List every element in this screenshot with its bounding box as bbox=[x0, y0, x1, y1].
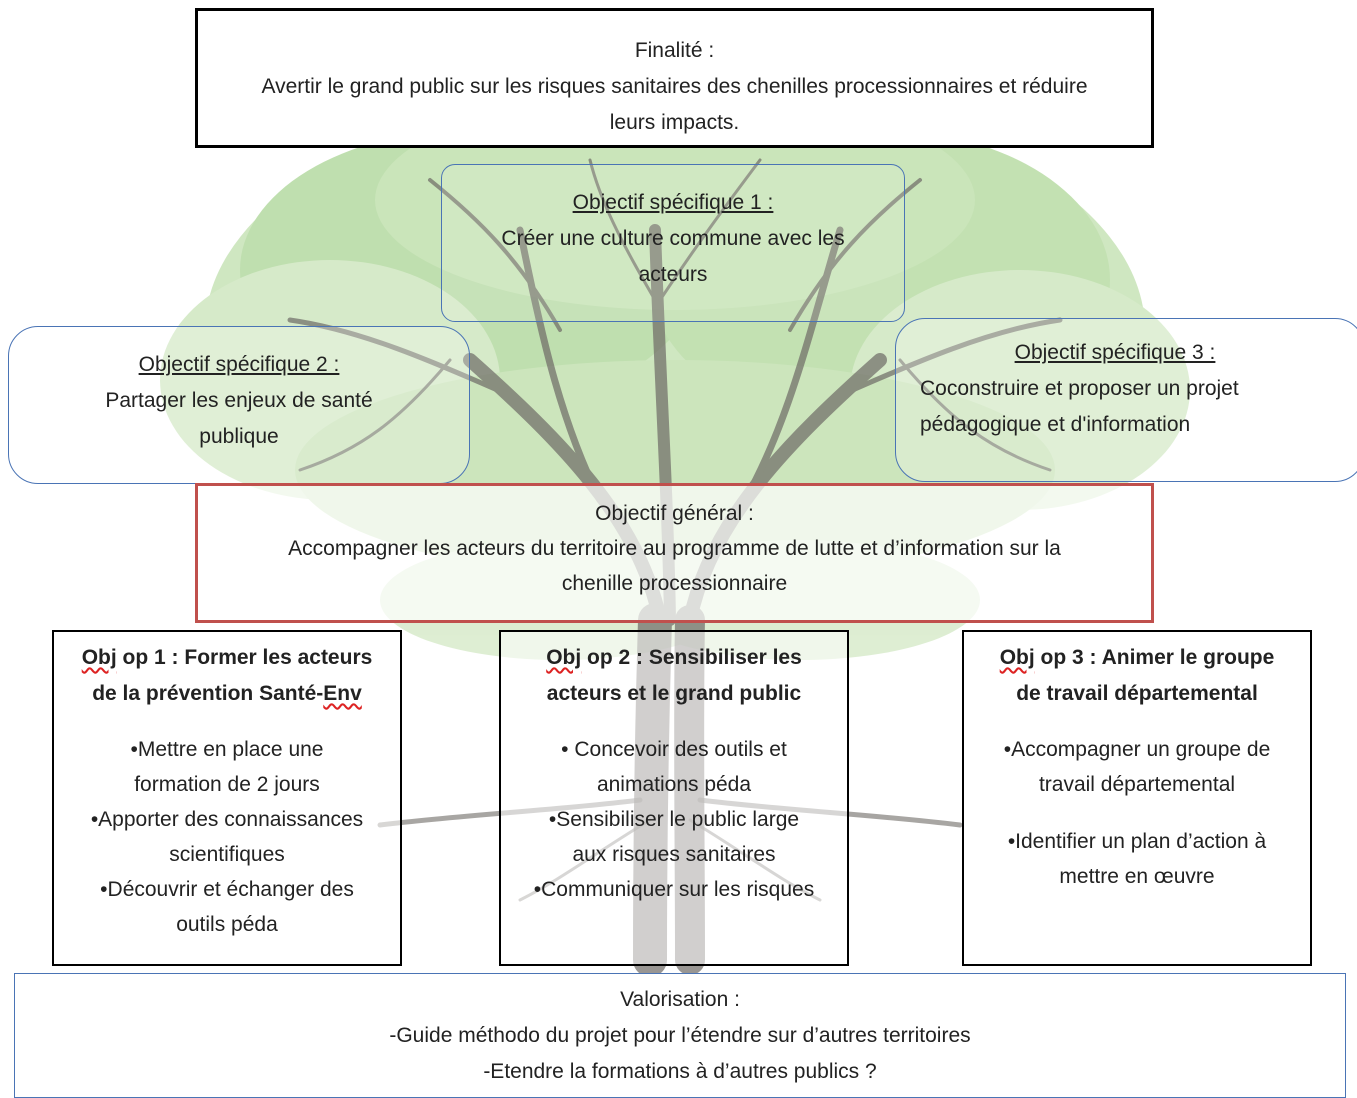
objectif-general-line2: chenille processionnaire bbox=[561, 572, 788, 595]
objectif-operationnel-3-title: Obj op 3 : Animer le groupe de travail d… bbox=[1000, 640, 1275, 712]
op2-item-line: animations péda bbox=[596, 773, 752, 796]
objectif-operationnel-2-title: Obj op 2 : Sensibiliser les acteurs et l… bbox=[546, 640, 802, 712]
op2-item-line: aux risques sanitaires bbox=[572, 843, 776, 866]
objectif-specifique-2-line1: Partager les enjeux de santé bbox=[105, 389, 373, 412]
objectif-operationnel-1-title: Obj op 1 : Former les acteurs de la prév… bbox=[82, 640, 373, 712]
env-abbr: Env bbox=[323, 682, 362, 705]
op1-item-line: •Découvrir et échanger des bbox=[100, 878, 354, 901]
title-start: de la prévention Santé- bbox=[92, 682, 324, 705]
objectif-operationnel-1-box: Obj op 1 : Former les acteurs de la prév… bbox=[52, 630, 402, 966]
title-rest: op 3 : Animer le groupe bbox=[1034, 646, 1275, 669]
objectif-general-line1: Accompagner les acteurs du territoire au… bbox=[288, 537, 1061, 560]
valorisation-line1: -Guide méthodo du projet pour l’étendre … bbox=[389, 1024, 971, 1047]
finalite-box: Finalité : Avertir le grand public sur l… bbox=[195, 8, 1154, 148]
objectif-specifique-3-box: Objectif spécifique 3 : Coconstruire et … bbox=[895, 318, 1357, 482]
objectif-operationnel-2-box: Obj op 2 : Sensibiliser les acteurs et l… bbox=[499, 630, 849, 966]
objectif-specifique-3-line1: Coconstruire et proposer un projet bbox=[920, 377, 1239, 400]
objectif-specifique-2-box: Objectif spécifique 2 : Partager les enj… bbox=[8, 326, 470, 484]
objectif-specifique-1-box: Objectif spécifique 1 : Créer une cultur… bbox=[441, 164, 905, 322]
op1-item-line: •Apporter des connaissances bbox=[90, 808, 364, 831]
obj-abbr: Obj bbox=[81, 646, 117, 669]
objectif-operationnel-2-title-line1: Obj op 2 : Sensibiliser les bbox=[546, 640, 802, 676]
objectif-specifique-3-line2: pédagogique et d'information bbox=[920, 413, 1191, 436]
op1-item-line: scientifiques bbox=[169, 843, 285, 866]
obj-abbr: Obj bbox=[546, 646, 582, 669]
objectif-specifique-3-label: Objectif spécifique 3 : bbox=[1014, 341, 1216, 364]
objectif-operationnel-1-title-line2: de la prévention Santé-Env bbox=[82, 676, 373, 712]
finalite-text-line2: leurs impacts. bbox=[609, 111, 740, 134]
valorisation-line2: -Etendre la formations à d’autres public… bbox=[483, 1060, 877, 1083]
op1-item-line: formation de 2 jours bbox=[134, 773, 320, 796]
op3-item-line: •Identifier un plan d’action à bbox=[1007, 830, 1267, 853]
obj-abbr: Obj bbox=[999, 646, 1035, 669]
objectif-operationnel-2-title-line2: acteurs et le grand public bbox=[546, 682, 802, 705]
op3-item-line: •Accompagner un groupe de bbox=[1003, 738, 1271, 761]
valorisation-label: Valorisation : bbox=[620, 988, 740, 1011]
op3-item-line: travail départemental bbox=[1038, 773, 1236, 796]
objectif-general-box: Objectif général : Accompagner les acteu… bbox=[195, 483, 1154, 623]
objectif-operationnel-3-box: Obj op 3 : Animer le groupe de travail d… bbox=[962, 630, 1312, 966]
objectif-specifique-2-label: Objectif spécifique 2 : bbox=[138, 353, 340, 376]
finalite-label: Finalité : bbox=[634, 39, 715, 62]
objectif-operationnel-1-title-line1: Obj op 1 : Former les acteurs bbox=[82, 640, 373, 676]
objectif-specifique-2-line2: publique bbox=[199, 425, 279, 448]
finalite-text-line1: Avertir le grand public sur les risques … bbox=[261, 75, 1088, 98]
op2-item-line: •Communiquer sur les risques bbox=[533, 878, 815, 901]
objectif-general-label: Objectif général : bbox=[595, 502, 754, 525]
op2-item-line: •Sensibiliser le public large bbox=[548, 808, 800, 831]
op2-item-line: • Concevoir des outils et bbox=[561, 738, 787, 761]
op1-item-line: •Mettre en place une bbox=[130, 738, 324, 761]
objectif-operationnel-3-title-line2: de travail départemental bbox=[1016, 682, 1258, 705]
title-rest: op 2 : Sensibiliser les bbox=[581, 646, 802, 669]
objectif-specifique-1-line2: acteurs bbox=[638, 263, 708, 286]
valorisation-box: Valorisation : -Guide méthodo du projet … bbox=[14, 973, 1346, 1098]
objectif-specifique-1-label: Objectif spécifique 1 : bbox=[572, 191, 774, 214]
title-rest: op 1 : Former les acteurs bbox=[116, 646, 373, 669]
objectif-specifique-1-line1: Créer une culture commune avec les bbox=[501, 227, 845, 250]
op3-item-line: mettre en œuvre bbox=[1059, 865, 1215, 888]
objectif-operationnel-3-title-line1: Obj op 3 : Animer le groupe bbox=[1000, 640, 1275, 676]
op1-item-line: outils péda bbox=[176, 913, 278, 936]
